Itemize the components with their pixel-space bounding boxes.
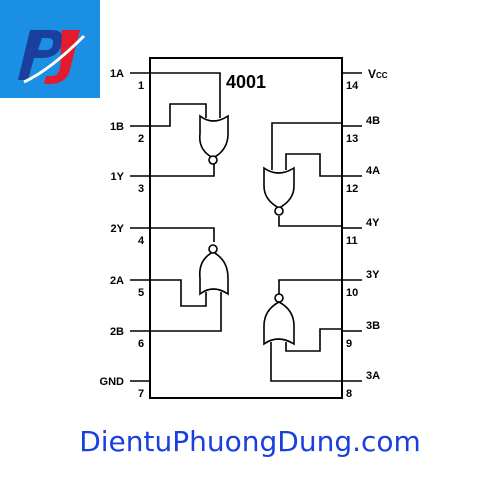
nor-gate-2: [150, 227, 229, 332]
right-pins: 14 4B 13 4A 12 4Y 11 3Y 10 3B 9 3A 8: [342, 72, 380, 400]
nor-gate-4: [263, 122, 342, 227]
pin-11-number: 11: [346, 235, 358, 247]
pin-10-label: 3Y: [366, 269, 380, 281]
part-number: 4001: [226, 72, 266, 92]
pin-4-label: 2Y: [111, 223, 125, 235]
pin-6-number: 6: [138, 338, 144, 350]
pin-12-label: 4A: [366, 165, 380, 177]
pin-13-label: 4B: [366, 115, 380, 127]
pin-7-label: GND: [100, 376, 125, 388]
pin-8-label: 3A: [366, 370, 380, 382]
nor-gate-3: [263, 279, 342, 382]
pin-12-number: 12: [346, 183, 358, 195]
pin-11-label: 4Y: [366, 217, 380, 229]
pin-10-number: 10: [346, 287, 358, 299]
nor-gate-1: [150, 72, 229, 177]
pin-9-number: 9: [346, 338, 352, 350]
vcc-label: VCC: [368, 67, 388, 81]
logo-mark-p: [18, 30, 63, 80]
pin-14-number: 14: [346, 80, 359, 92]
pin-5-number: 5: [138, 287, 144, 299]
pin-1-number: 1: [138, 80, 144, 92]
pin-6-label: 2B: [110, 326, 124, 338]
pin-7-number: 7: [138, 388, 144, 400]
pin-3-label: 1Y: [111, 171, 125, 183]
pin-2-label: 1B: [110, 121, 124, 133]
pin-2-number: 2: [138, 133, 144, 145]
pin-9-label: 3B: [366, 320, 380, 332]
pin-13-number: 13: [346, 133, 358, 145]
website-footer[interactable]: DientuPhuongDung.com: [79, 425, 421, 458]
pin-5-label: 2A: [110, 275, 124, 287]
pin-4-number: 4: [138, 235, 145, 247]
pin-8-number: 8: [346, 388, 352, 400]
logo-mark-swoosh: [23, 34, 86, 84]
pin-1-label: 1A: [110, 68, 124, 80]
pin-3-number: 3: [138, 183, 144, 195]
brand-logo: [0, 0, 100, 98]
